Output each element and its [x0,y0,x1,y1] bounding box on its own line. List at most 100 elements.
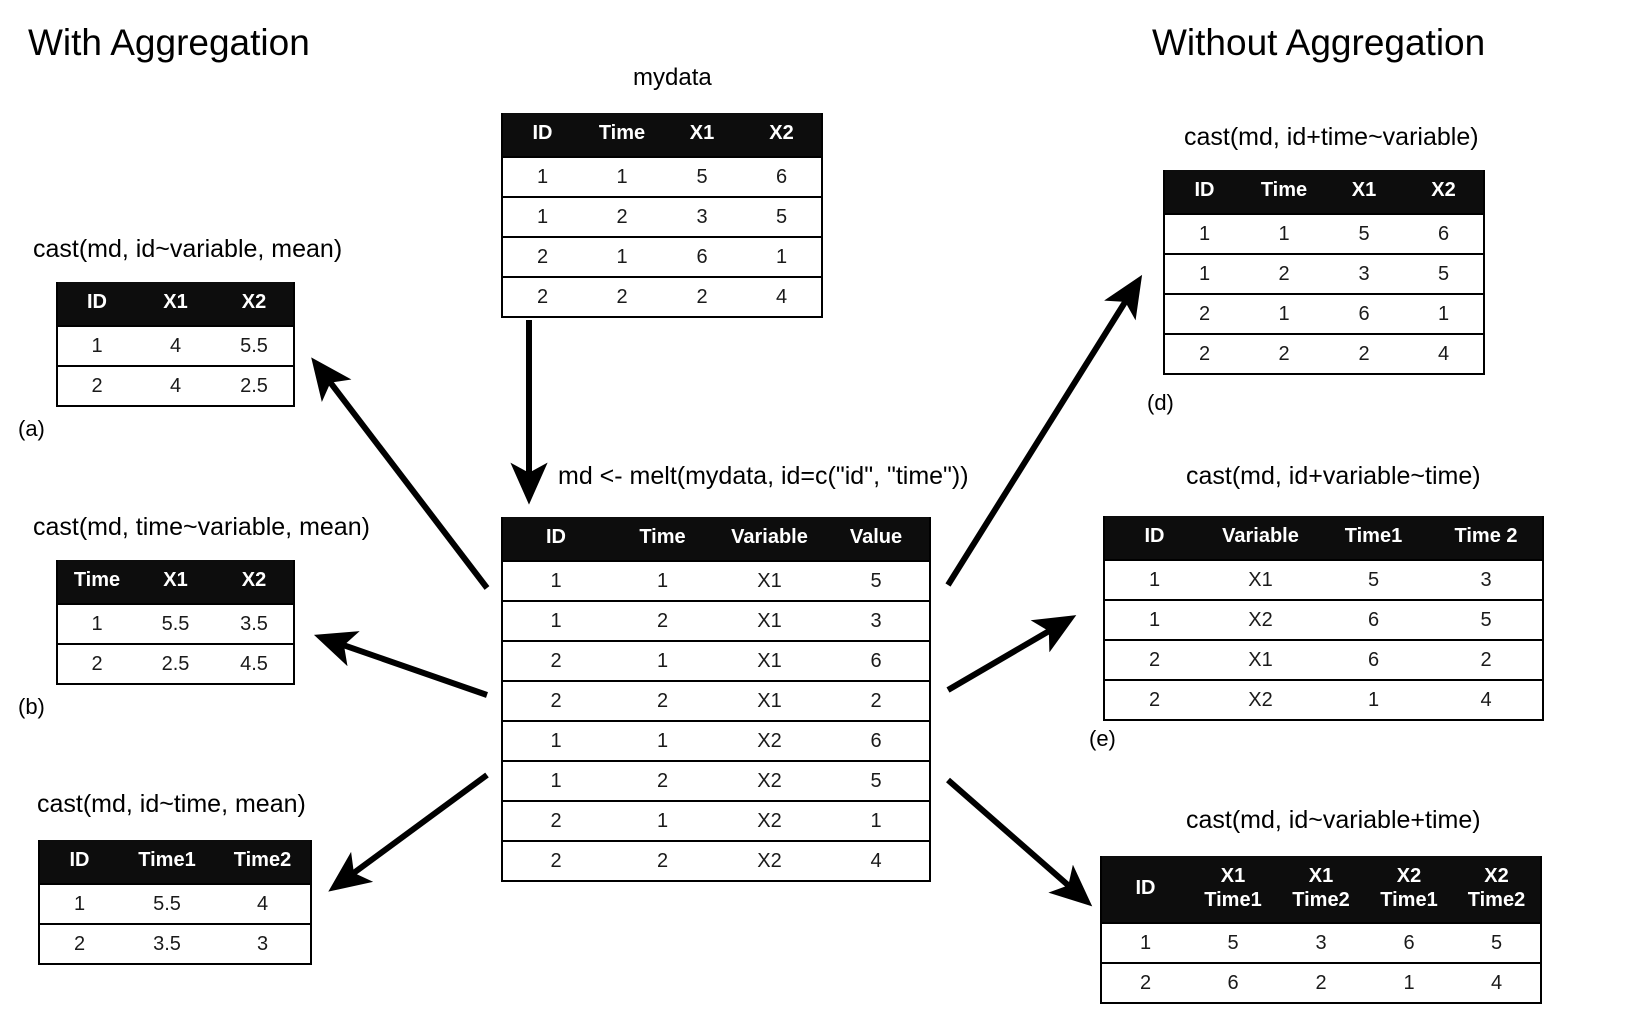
table-cell: 6 [1317,598,1430,640]
column-header: X1 [136,282,215,326]
table-cell: 1 [1244,292,1324,334]
table-cell: 5.5 [119,882,215,924]
table-cell: 1 [823,799,930,841]
column-header: ID [502,517,609,561]
table-cell: 5 [1324,212,1404,254]
column-header: X1 [136,560,215,604]
table-cell: 2 [502,639,609,681]
table-cell: 4 [823,839,930,882]
table-cell: 1 [609,719,716,761]
column-header: ID [1104,516,1204,560]
table-cell: 1 [502,759,609,801]
table-cell: 1 [1164,252,1244,294]
table-cell: 1 [609,639,716,681]
table-cell: 4 [136,364,215,407]
table-cell: 6 [1365,922,1453,964]
table-cell: 5.5 [136,602,215,644]
panel-c-command: cast(md, id~time, mean) [37,790,306,818]
table-cell: 2 [609,679,716,721]
table-cell: 6 [742,155,822,197]
table-cell: 2 [1104,638,1204,680]
table-cell: 1 [57,602,136,644]
column-header: Variable [1204,516,1317,560]
table-cell: 1 [582,235,662,277]
column-header: Time2 [215,840,311,884]
table-cell: X2 [716,759,823,801]
heading-with-aggregation: With Aggregation [28,22,310,63]
table-cell: 5 [1317,558,1430,600]
table-cell: 2 [502,679,609,721]
table-cell: 1 [502,559,609,601]
table-cell: 2 [502,799,609,841]
table-cell: 3.5 [119,922,215,965]
table-cell: 1 [39,882,119,924]
table-cell: 2 [1101,962,1189,1005]
panel-e-label: (e) [1089,726,1116,751]
column-header: ID [1164,170,1244,214]
arrow-md-to-c [328,772,489,892]
table-cell: 1 [582,155,662,197]
table-cell: 2 [57,642,136,685]
table-cell: 2 [1324,332,1404,375]
table-cell: X2 [716,719,823,761]
table-cell: 3.5 [215,602,294,644]
heading-without-aggregation: Without Aggregation [1152,22,1486,63]
table-cell: 1 [609,799,716,841]
table-cell: 2 [502,235,582,277]
table-cell: 3 [1277,922,1365,964]
table-cell: 2 [582,275,662,318]
table-cell: 5 [823,559,930,601]
table-cell: 1 [1104,598,1204,640]
table-cell: 2 [502,839,609,882]
table-cell: X1 [716,559,823,601]
column-header: X1 [1324,170,1404,214]
table-cell: 2 [609,839,716,882]
table-cell: X1 [716,639,823,681]
table-cell: 3 [1430,558,1543,600]
table-cell: 2 [1277,962,1365,1005]
column-header: Time 2 [1430,516,1543,560]
table-cell: 2 [1430,638,1543,680]
column-header: X1 [662,113,742,157]
table-cell: 4 [1430,678,1543,721]
column-header: Time1 [119,840,215,884]
column-header: ID [57,282,136,326]
table-cell: 3 [662,195,742,237]
table-cell: 1 [502,155,582,197]
table-cell: 2 [39,922,119,965]
table-cell: 6 [1189,962,1277,1005]
table-cell: 4 [742,275,822,318]
table-cell: 2 [823,679,930,721]
column-header: ID [502,113,582,157]
table-cell: 3 [215,922,311,965]
table-cell: 1 [502,195,582,237]
table-cell: X1 [716,599,823,641]
panel-f-command: cast(md, id~variable+time) [1186,806,1481,834]
table-cell: 6 [1324,292,1404,334]
